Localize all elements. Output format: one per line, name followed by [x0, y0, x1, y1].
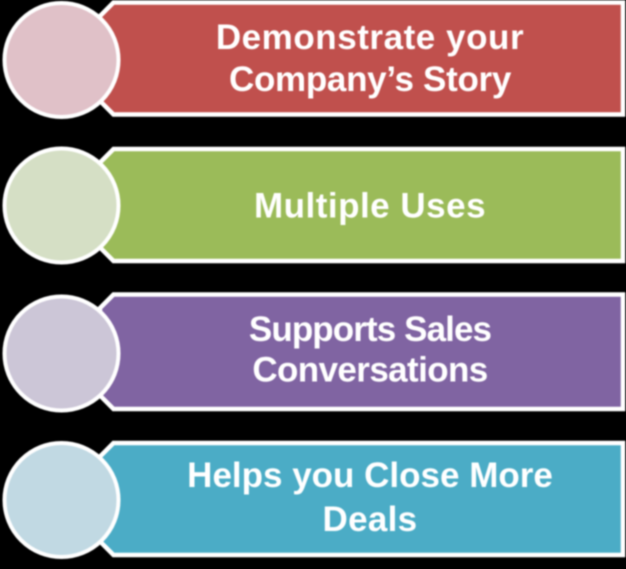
svg-text:Company’s Story: Company’s Story: [229, 60, 512, 99]
svg-text:Conversations: Conversations: [252, 350, 487, 389]
svg-text:Multiple Uses: Multiple Uses: [254, 187, 486, 226]
svg-text:Helps you Close More: Helps you Close More: [187, 456, 553, 495]
svg-text:Supports Sales: Supports Sales: [249, 310, 492, 349]
svg-text:Demonstrate your: Demonstrate your: [216, 18, 524, 57]
svg-text:Deals: Deals: [323, 500, 418, 539]
